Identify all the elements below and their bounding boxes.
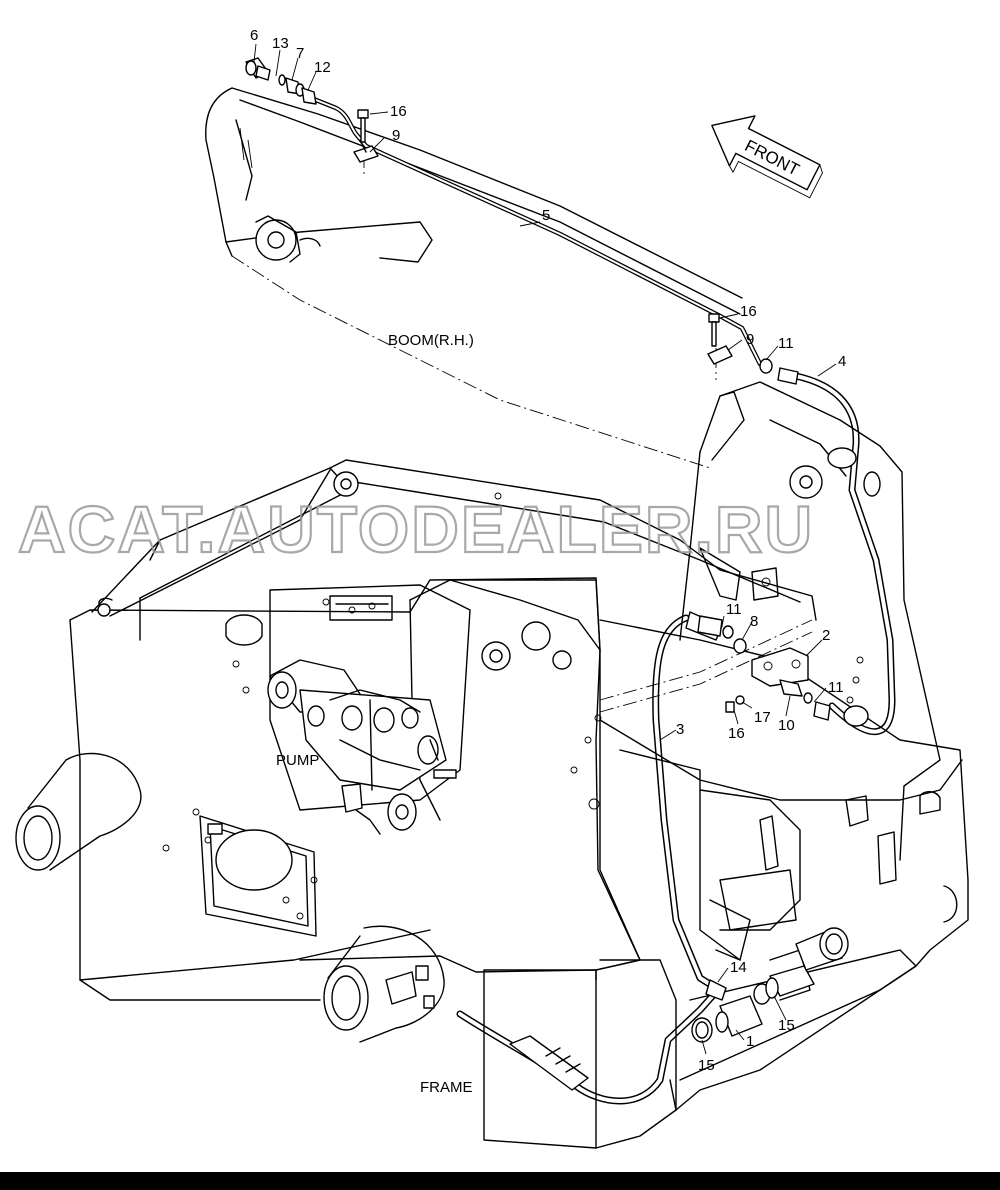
callout-9-upper: 9	[392, 127, 400, 144]
tube-5	[303, 93, 763, 367]
front-direction-arrow: FRONT	[711, 115, 823, 199]
boom-rh-drawing	[205, 87, 743, 469]
bolt-16-upper	[357, 109, 369, 143]
callout-16-middle: 16	[740, 303, 757, 320]
bolt-16-middle	[708, 313, 720, 347]
callout-5: 5	[542, 207, 550, 224]
callout-1: 1	[746, 1033, 754, 1050]
frame-lower-hose	[456, 988, 720, 1105]
boom-label: BOOM(R.H.)	[388, 332, 474, 349]
callout-13: 13	[272, 35, 289, 52]
hose-4	[759, 358, 896, 736]
callout-14: 14	[730, 959, 747, 976]
callout-9-middle: 9	[746, 331, 754, 348]
fitting-group-middle	[697, 615, 869, 727]
part-labels: BOOM(R.H.) PUMP FRAME	[276, 332, 474, 1096]
hose-3	[652, 611, 723, 992]
callout-6: 6	[250, 27, 258, 44]
callout-2: 2	[822, 627, 830, 644]
callout-11-right: 11	[828, 679, 844, 696]
callout-15-right: 15	[778, 1017, 795, 1034]
callout-3: 3	[676, 721, 684, 738]
callout-12: 12	[314, 59, 331, 76]
pump-assembly	[267, 659, 457, 835]
callout-11-upper: 11	[778, 335, 794, 352]
bottom-border-bar	[0, 1172, 1000, 1190]
fitting-group-top	[245, 57, 317, 105]
fitting-group-lower	[691, 927, 849, 1043]
callout-8: 8	[750, 613, 758, 630]
watermark-text: ACAT.AUTODEALER.RU	[18, 492, 814, 566]
frame-label: FRAME	[420, 1079, 473, 1096]
frame-drawing	[69, 381, 969, 1149]
pump-label: PUMP	[276, 752, 319, 769]
leader-lines	[253, 43, 837, 1055]
clamp-9-lower	[707, 345, 733, 365]
callout-10: 10	[778, 717, 795, 734]
callout-11-left: 11	[726, 601, 742, 618]
callout-numbers: 6 13 7 12 16 9 5 16 9 11 4 11 8 2 11 17 …	[250, 27, 846, 1074]
callout-16-lower: 16	[728, 725, 745, 742]
callout-4: 4	[838, 353, 846, 370]
axle-housing-right	[323, 925, 445, 1043]
callout-16-upper: 16	[390, 103, 407, 120]
callout-15-left: 15	[698, 1057, 715, 1074]
axle-housing-left	[15, 752, 142, 871]
callout-17: 17	[754, 709, 771, 726]
callout-7: 7	[296, 45, 304, 62]
